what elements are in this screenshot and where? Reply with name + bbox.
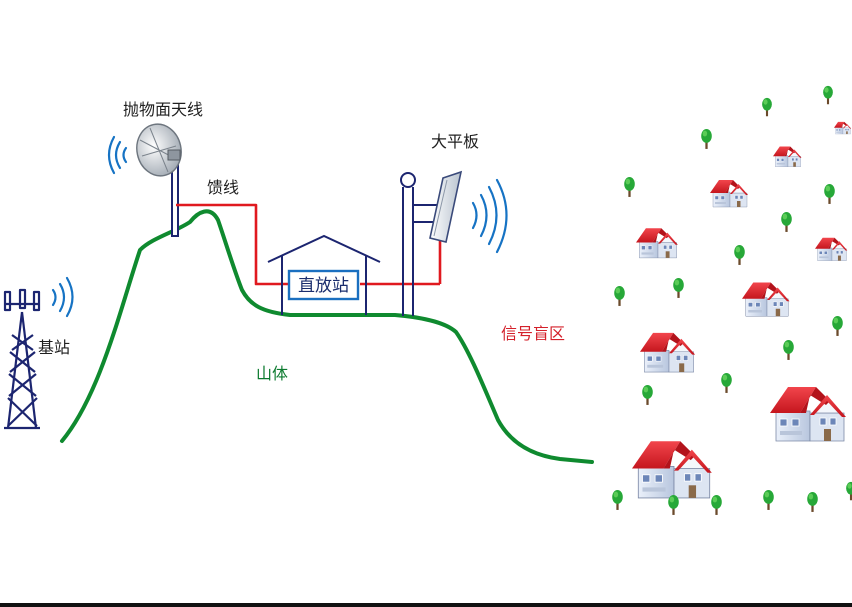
house-icon xyxy=(631,440,713,499)
tree-icon xyxy=(673,278,684,298)
panel-signal-icon xyxy=(471,178,508,254)
mountain-label: 山体 xyxy=(256,364,288,383)
house-icon xyxy=(772,146,802,167)
tree-icon xyxy=(668,495,679,515)
tree-icon xyxy=(807,492,818,512)
panel-antenna-icon xyxy=(429,170,463,243)
base-station-tower-icon xyxy=(3,288,41,430)
blind-zone-village xyxy=(612,85,852,515)
feeder-label: 馈线 xyxy=(207,178,239,197)
blind-zone-label: 信号盲区 xyxy=(501,324,565,343)
tree-icon xyxy=(624,177,635,197)
tree-icon xyxy=(823,85,833,105)
feeder-cable xyxy=(176,203,290,286)
repeater-station-box xyxy=(287,269,360,301)
house-icon xyxy=(709,179,749,208)
tree-icon xyxy=(612,490,623,510)
dish-signal-icon xyxy=(107,135,128,175)
repeater-station-label: 直放站 xyxy=(298,276,349,296)
bottom-rule xyxy=(0,603,852,607)
repeater-station-house xyxy=(267,234,381,315)
base-station-label: 基站 xyxy=(38,338,70,357)
house-icon xyxy=(741,282,790,317)
tree-icon xyxy=(781,212,792,232)
tree-icon xyxy=(824,184,835,204)
panel-antenna-label: 大平板 xyxy=(431,132,479,151)
tree-icon xyxy=(642,385,653,405)
base-station-signal-icon xyxy=(51,276,74,318)
tree-icon xyxy=(734,245,745,265)
tree-icon xyxy=(711,495,722,515)
tree-icon xyxy=(701,129,712,149)
tree-icon xyxy=(832,316,843,336)
mountain-outline xyxy=(60,209,594,464)
tree-icon xyxy=(846,481,852,501)
tree-icon xyxy=(763,490,774,510)
house-icon xyxy=(814,237,848,261)
house-icon xyxy=(769,386,847,442)
dish-antenna-label: 抛物面天线 xyxy=(123,100,203,119)
panel-antenna-mast xyxy=(400,172,440,316)
house-icon xyxy=(635,227,679,259)
dish-antenna-icon xyxy=(136,123,182,237)
house-icon xyxy=(639,332,696,373)
tree-icon xyxy=(614,286,625,306)
house-icon xyxy=(833,121,852,135)
tree-icon xyxy=(762,97,772,117)
tree-icon xyxy=(721,373,732,393)
tree-icon xyxy=(783,340,794,360)
